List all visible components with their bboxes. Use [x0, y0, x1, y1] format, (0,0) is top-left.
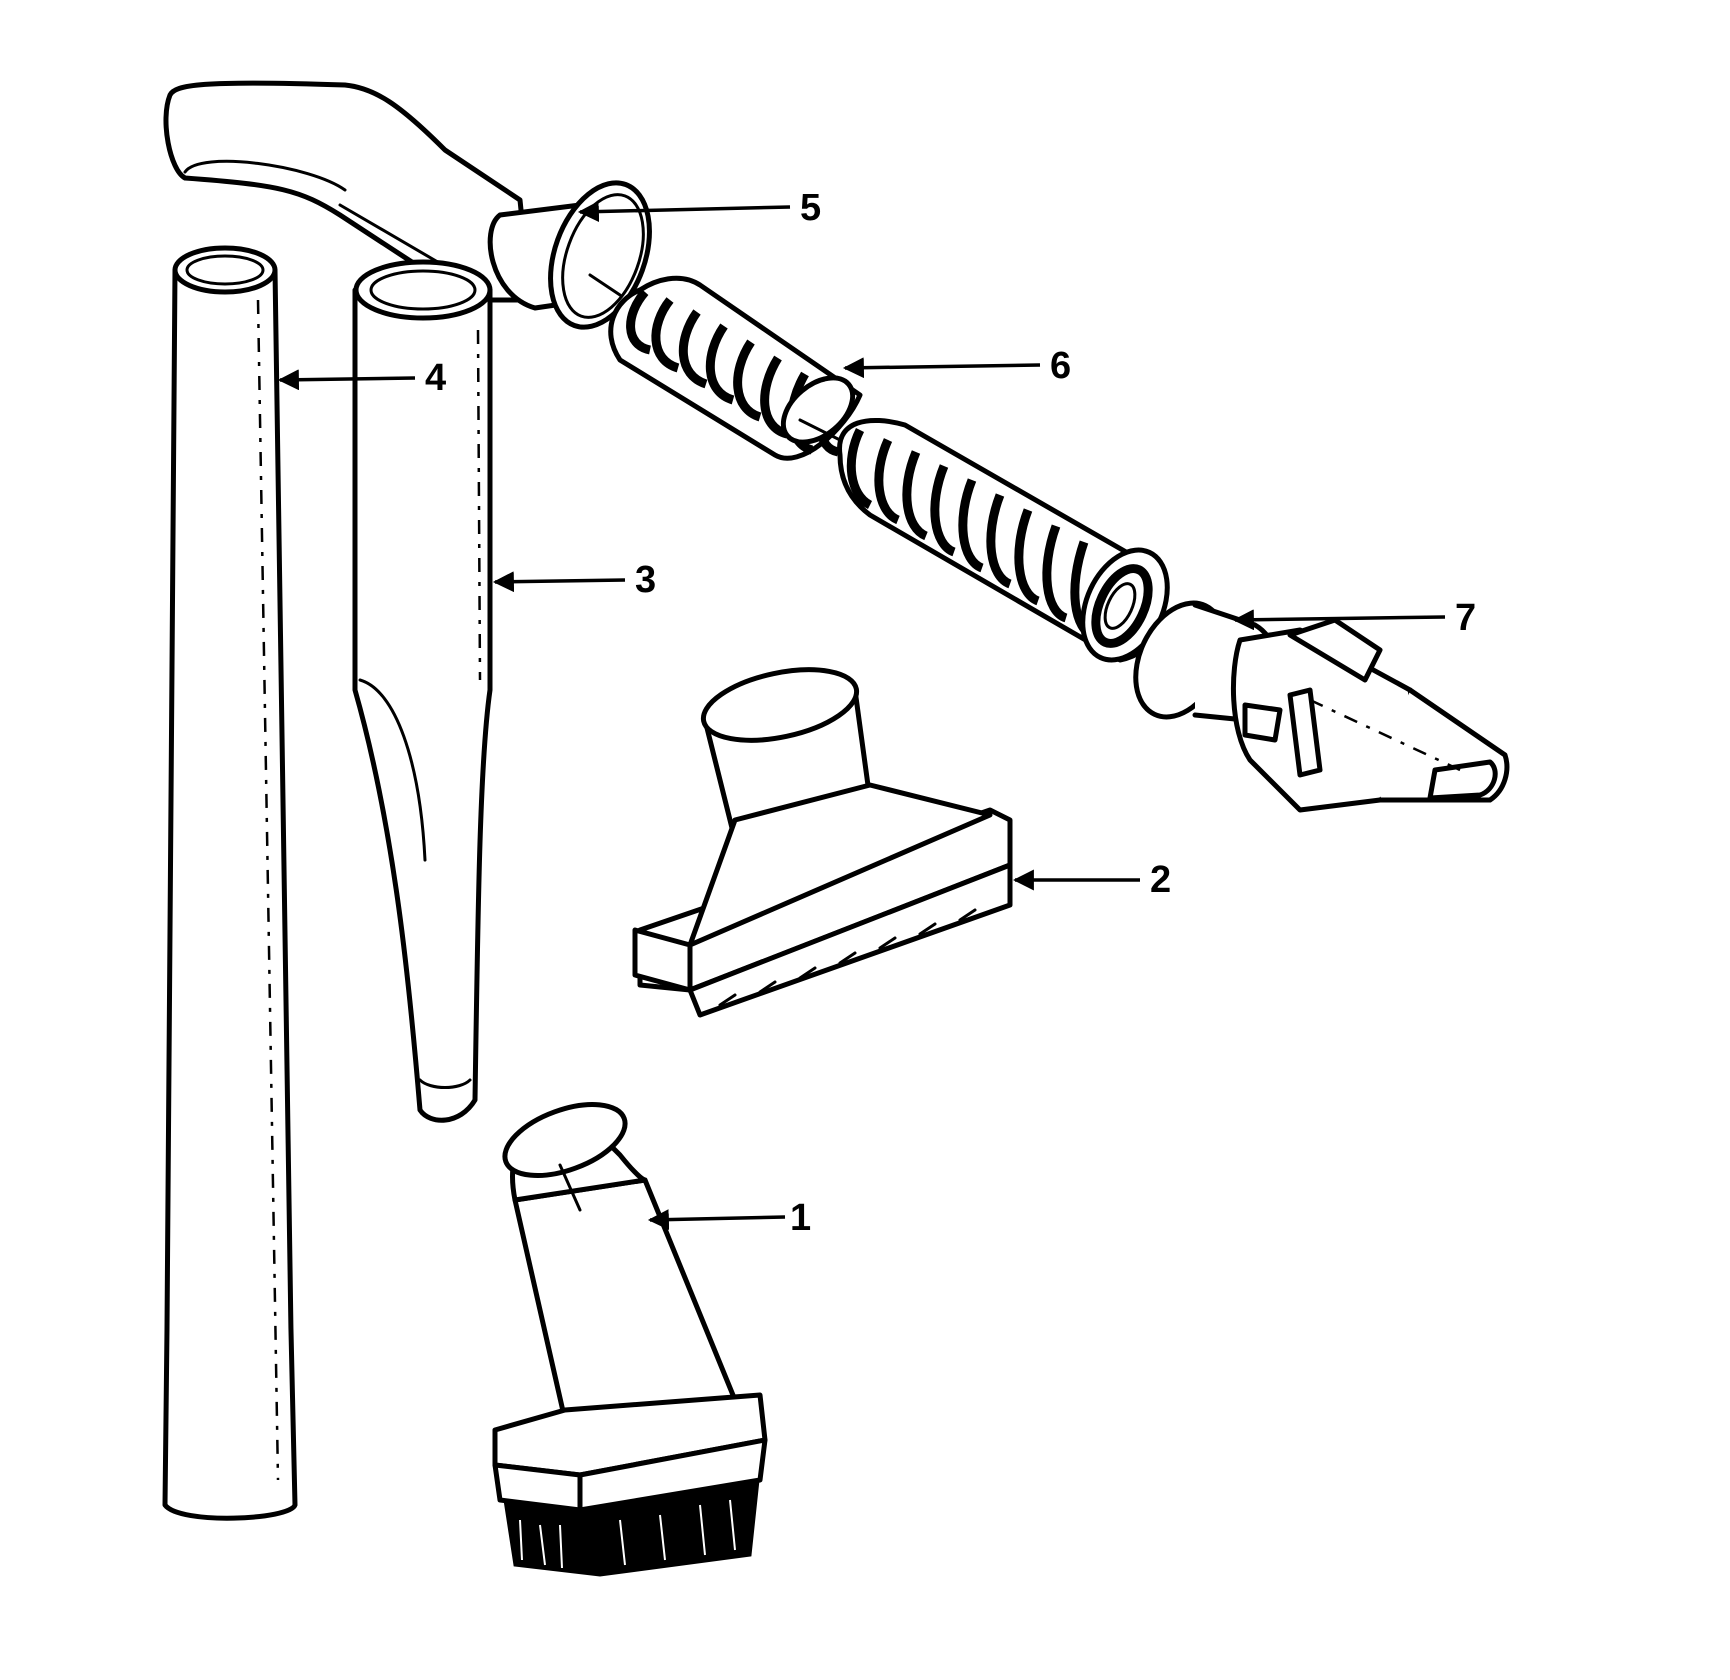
leader-lines [277, 201, 1446, 1231]
dusting-brush [492, 1102, 768, 1577]
callout-numbers: 5 6 4 3 7 2 1 [425, 187, 1476, 1239]
callout-7: 7 [1455, 597, 1476, 639]
callout-1: 1 [790, 1197, 811, 1239]
leader-3 [492, 571, 626, 593]
leader-5 [577, 201, 791, 223]
callout-2: 2 [1150, 859, 1171, 901]
callout-3: 3 [635, 559, 656, 601]
callout-6: 6 [1050, 345, 1071, 387]
leader-7 [1232, 609, 1446, 631]
callout-4: 4 [425, 357, 446, 399]
crevice-tool [352, 259, 493, 1123]
extension-wand [162, 245, 298, 1521]
leader-1 [647, 1209, 786, 1231]
hose [608, 275, 1170, 663]
leader-4 [277, 369, 416, 391]
leader-6 [842, 357, 1041, 379]
hose-upper-section [608, 275, 863, 461]
hose-lower-section [837, 417, 1170, 663]
upholstery-nozzle [632, 667, 1013, 1018]
hose-end-connector [1133, 600, 1510, 813]
callout-5: 5 [800, 187, 821, 229]
hose-handle [163, 80, 652, 330]
brush-bristles [503, 1478, 760, 1577]
